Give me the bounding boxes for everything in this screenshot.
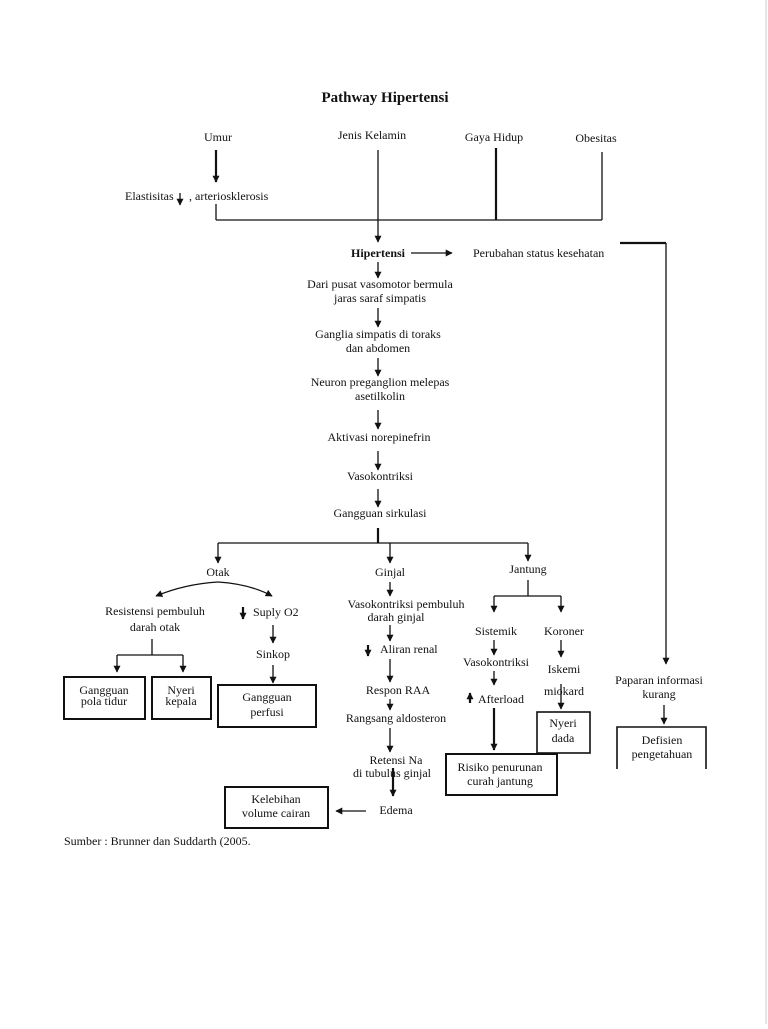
pola-tidur-line2: pola tidur	[81, 694, 127, 708]
suply-node: Suply O2	[253, 605, 299, 619]
sistemik-node: Sistemik	[475, 624, 517, 638]
risiko-line1: Risiko penurunan	[458, 760, 543, 774]
risiko-line2: curah jantung	[467, 774, 533, 788]
nyeri-dada-line2: dada	[552, 731, 575, 745]
arteriosklerosis-label: , arteriosklerosis	[189, 189, 269, 203]
defisien-line2: pengetahuan	[632, 747, 693, 761]
neuron-line2: asetilkolin	[355, 389, 405, 403]
elastisitas-label: Elastisitas	[125, 189, 174, 203]
factor-jenis-kelamin: Jenis Kelamin	[338, 128, 406, 142]
diagnosis-box-pola-tidur: Gangguan pola tidur	[63, 676, 146, 720]
diagnosis-box-defisien-pengetahuan: Defisien pengetahuan	[616, 726, 707, 769]
kelebihan-line2: volume cairan	[242, 806, 310, 820]
ginjal-vaso-line2: darah ginjal	[368, 610, 426, 624]
diagnosis-box-perfusi: Gangguan perfusi	[217, 684, 317, 728]
neuron-line1: Neuron preganglion melepas	[311, 375, 450, 389]
ganglia-line2: dan abdomen	[346, 341, 410, 355]
ginjal-vaso-line1: Vasokontriksi pembuluh	[348, 597, 465, 611]
iskemi-line1: Iskemi	[548, 662, 581, 676]
rangsang-node: Rangsang aldosteron	[346, 711, 446, 725]
defisien-line1: Defisien	[642, 733, 683, 747]
nyeri-dada-line1: Nyeri	[549, 716, 577, 730]
factor-obesitas: Obesitas	[575, 131, 617, 145]
vasomotor-line2: jaras saraf simpatis	[333, 291, 426, 305]
gangguan-sirkulasi-node: Gangguan sirkulasi	[334, 506, 428, 520]
aktivasi-node: Aktivasi norepinefrin	[328, 430, 431, 444]
nyeri-kepala-line2: kepala	[165, 694, 197, 708]
ginjal-label: Ginjal	[375, 565, 406, 579]
koroner-node: Koroner	[544, 624, 584, 638]
afterload-node: Afterload	[478, 692, 524, 706]
kelebihan-line1: Kelebihan	[251, 792, 300, 806]
source-citation: Sumber : Brunner dan Suddarth (2005.	[64, 834, 251, 848]
diagnosis-box-nyeri-kepala: Nyeri kepala	[151, 676, 212, 720]
retensi-line1: Retensi Na	[370, 753, 424, 767]
hipertensi-node: Hipertensi	[351, 246, 406, 260]
perubahan-status-node: Perubahan status kesehatan	[473, 246, 604, 260]
diagnosis-box-kelebihan-cairan: Kelebihan volume cairan	[224, 786, 329, 829]
arrow-otak-resistensi	[155, 581, 219, 597]
diagnosis-box-risiko-curah-jantung: Risiko penurunan curah jantung	[445, 753, 558, 796]
perfusi-line2: perfusi	[250, 705, 284, 719]
vasomotor-line1: Dari pusat vasomotor bermula	[307, 277, 453, 291]
vasokontriksi-node: Vasokontriksi	[347, 469, 414, 483]
diagnosis-box-nyeri-dada: Nyeri dada	[536, 711, 591, 754]
respon-raa-node: Respon RAA	[366, 683, 431, 697]
aliran-renal-node: Aliran renal	[380, 642, 438, 656]
otak-label: Otak	[206, 565, 229, 579]
paparan-line2: kurang	[642, 687, 675, 701]
jantung-label: Jantung	[509, 562, 546, 576]
arrow-otak-suply	[217, 581, 273, 597]
ganglia-line1: Ganglia simpatis di toraks	[315, 327, 441, 341]
iskemi-line2: miokard	[544, 684, 584, 698]
sinkop-node: Sinkop	[256, 647, 290, 661]
jantung-vaso-node: Vasokontriksi	[463, 655, 530, 669]
edema-node: Edema	[379, 803, 413, 817]
perfusi-line1: Gangguan	[242, 690, 291, 704]
pola-tidur-line1: Gangguan	[79, 683, 128, 697]
resistensi-line2: darah otak	[130, 620, 180, 634]
resistensi-line1: Resistensi pembuluh	[105, 604, 205, 618]
factor-gaya-hidup: Gaya Hidup	[465, 130, 523, 144]
factor-umur: Umur	[204, 130, 232, 144]
paparan-line1: Paparan informasi	[615, 673, 703, 687]
diagram-title: Pathway Hipertensi	[321, 90, 448, 106]
nyeri-kepala-line1: Nyeri	[167, 683, 195, 697]
